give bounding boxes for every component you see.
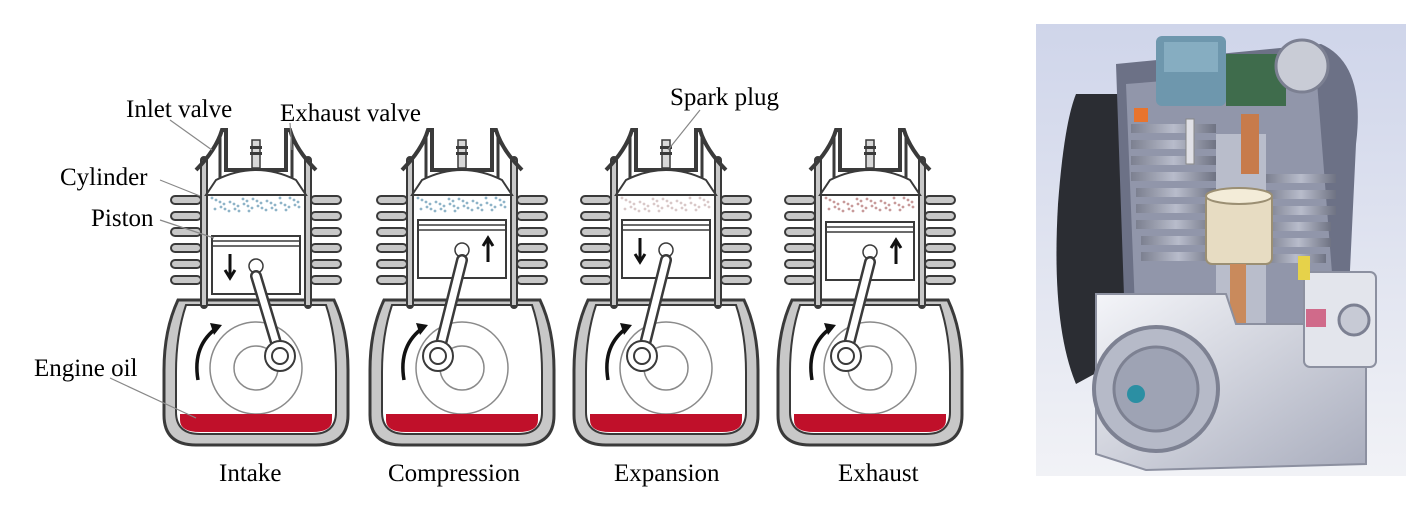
piston-up-arrow-icon	[889, 237, 903, 264]
engine-cutaway-render	[1036, 24, 1406, 476]
spark-plug-label: Spark plug	[670, 84, 780, 111]
inlet-valve-label: Inlet valve	[126, 96, 233, 123]
piston-up-arrow-icon	[481, 235, 495, 262]
engine-section-2	[368, 128, 556, 447]
four-stroke-cycle-diagram	[109, 109, 964, 447]
cylinder-label: Cylinder	[60, 164, 148, 191]
engine-oil-pool	[590, 414, 742, 432]
leader-lines	[109, 109, 701, 419]
piston-label: Piston	[91, 205, 154, 232]
piston-down-arrow-icon	[223, 254, 237, 281]
stroke-caption-expansion: Expansion	[614, 460, 720, 487]
stroke-caption-intake: Intake	[219, 460, 282, 487]
engine-section-3	[572, 128, 760, 447]
stroke-caption-compression: Compression	[388, 460, 520, 487]
engine-oil-pool	[794, 414, 946, 432]
stroke-caption-exhaust: Exhaust	[838, 460, 919, 487]
engine-oil-label: Engine oil	[34, 355, 138, 382]
exhaust-valve-label: Exhaust valve	[280, 100, 421, 127]
piston-down-arrow-icon	[633, 238, 647, 265]
engine-section-1	[162, 128, 350, 447]
engine-oil-pool	[386, 414, 538, 432]
engine-section-4	[776, 128, 964, 447]
engine-oil-pool	[180, 414, 332, 432]
